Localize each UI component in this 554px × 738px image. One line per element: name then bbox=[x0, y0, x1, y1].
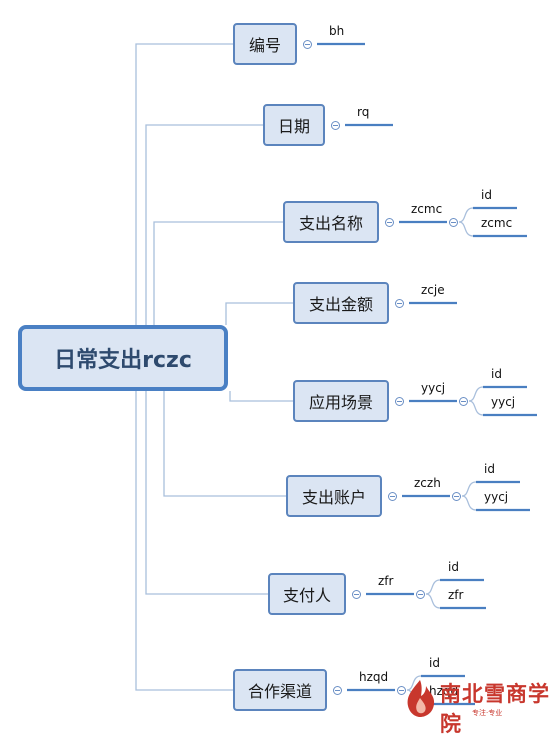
child-label: id bbox=[429, 656, 440, 670]
watermark-logo: 南北雪商学院 专注·专业 bbox=[400, 676, 550, 736]
connector-curve bbox=[145, 124, 263, 325]
root-topic[interactable]: 日常支出rczc bbox=[18, 325, 228, 391]
collapse-toggle-icon[interactable] bbox=[452, 492, 461, 501]
watermark-name: 南北雪商学院 bbox=[440, 681, 550, 736]
field-label: zfr bbox=[378, 574, 394, 588]
topic-node[interactable]: 应用场景 bbox=[293, 380, 389, 422]
field-label: rq bbox=[357, 105, 370, 119]
child-label: yycj bbox=[484, 490, 509, 504]
connector-curve bbox=[145, 391, 268, 595]
child-label: id bbox=[448, 560, 459, 574]
collapse-toggle-icon[interactable] bbox=[385, 218, 394, 227]
collapse-toggle-icon[interactable] bbox=[395, 299, 404, 308]
connector-curve bbox=[153, 221, 283, 325]
child-label: yycj bbox=[491, 395, 516, 409]
child-label: id bbox=[481, 188, 492, 202]
collapse-toggle-icon[interactable] bbox=[331, 121, 340, 130]
connector-curve bbox=[225, 302, 293, 325]
collapse-toggle-icon[interactable] bbox=[395, 397, 404, 406]
connector-curve bbox=[468, 386, 484, 402]
child-label: id bbox=[491, 367, 502, 381]
topic-node[interactable]: 支出账户 bbox=[286, 475, 382, 517]
connector-curve bbox=[229, 391, 293, 402]
field-label: bh bbox=[329, 24, 345, 38]
watermark-tagline: 专注·专业 bbox=[472, 709, 503, 717]
collapse-toggle-icon[interactable] bbox=[449, 218, 458, 227]
topic-node[interactable]: 支付人 bbox=[268, 573, 346, 615]
connector-curve bbox=[163, 391, 286, 497]
topic-node[interactable]: 合作渠道 bbox=[233, 669, 327, 711]
topic-node[interactable]: 日期 bbox=[263, 104, 325, 146]
child-label: hzqd bbox=[429, 684, 459, 698]
field-label: hzqd bbox=[359, 670, 389, 684]
child-label: id bbox=[484, 462, 495, 476]
topic-node[interactable]: 支出金额 bbox=[293, 282, 389, 324]
field-label: zcmc bbox=[411, 202, 443, 216]
connector-curve bbox=[458, 221, 474, 237]
topic-node[interactable]: 编号 bbox=[233, 23, 297, 65]
connector-curve bbox=[458, 207, 474, 223]
child-label: zcmc bbox=[481, 216, 513, 230]
connector-curve bbox=[135, 391, 233, 691]
collapse-toggle-icon[interactable] bbox=[416, 590, 425, 599]
connector-curve bbox=[461, 495, 477, 511]
topic-node[interactable]: 支出名称 bbox=[283, 201, 379, 243]
child-label: zfr bbox=[448, 588, 464, 602]
connector-curve bbox=[425, 593, 441, 609]
collapse-toggle-icon[interactable] bbox=[459, 397, 468, 406]
collapse-toggle-icon[interactable] bbox=[303, 40, 312, 49]
flame-logo-icon bbox=[407, 680, 435, 717]
collapse-toggle-icon[interactable] bbox=[352, 590, 361, 599]
collapse-toggle-icon[interactable] bbox=[388, 492, 397, 501]
connector-curve bbox=[461, 481, 477, 497]
collapse-toggle-icon[interactable] bbox=[397, 686, 406, 695]
connector-curve bbox=[425, 579, 441, 595]
field-label: zcje bbox=[421, 283, 445, 297]
field-label: yycj bbox=[421, 381, 446, 395]
connector-curve bbox=[135, 43, 233, 325]
collapse-toggle-icon[interactable] bbox=[333, 686, 342, 695]
field-label: zczh bbox=[414, 476, 441, 490]
connector-curve bbox=[468, 400, 484, 416]
